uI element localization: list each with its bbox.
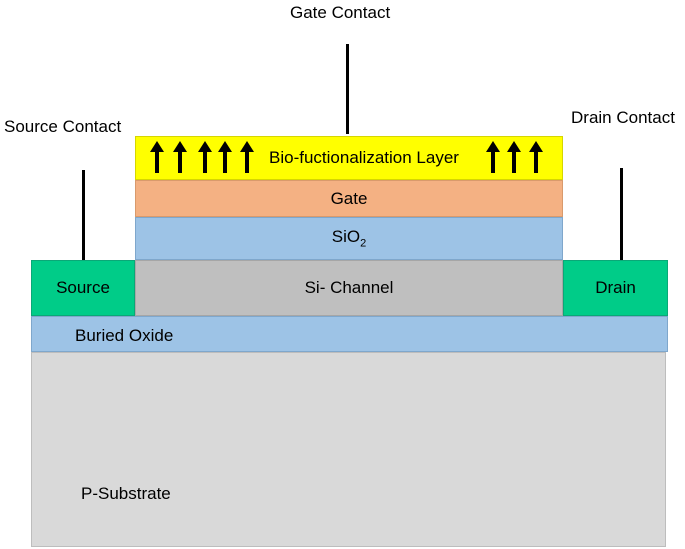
source-label: Source	[56, 278, 110, 297]
up-arrow-icon	[150, 141, 164, 173]
si-channel-region: Si- Channel	[135, 260, 563, 316]
up-arrow-icon	[529, 141, 543, 173]
source-contact-label: Source Contact	[4, 117, 122, 136]
sio2-layer: SiO2	[135, 217, 563, 260]
drain-label: Drain	[595, 278, 636, 297]
p-substrate-layer: P-Substrate	[31, 352, 666, 547]
up-arrow-icon	[486, 141, 500, 173]
up-arrow-icon	[173, 141, 187, 173]
buried-oxide-label: Buried Oxide	[75, 326, 174, 345]
drain-region: Drain	[563, 260, 668, 316]
up-arrow-icon	[218, 141, 232, 173]
up-arrow-icon	[240, 141, 254, 173]
buried-oxide-layer: Buried Oxide	[31, 316, 668, 352]
si-channel-label: Si- Channel	[304, 278, 394, 297]
gate-contact-wire	[346, 44, 349, 134]
up-arrow-icon	[507, 141, 521, 173]
sio2-label-subscript: 2	[360, 237, 367, 250]
up-arrow-icon	[198, 141, 212, 173]
sio2-label: SiO2	[332, 227, 366, 249]
gate-layer: Gate	[135, 180, 563, 217]
sio2-label-main: SiO	[331, 227, 361, 247]
bio-functionalization-label: Bio-fuctionalization Layer	[269, 148, 459, 167]
p-substrate-label: P-Substrate	[81, 484, 171, 503]
drain-contact-wire	[620, 168, 623, 260]
gate-label: Gate	[330, 188, 368, 208]
gate-contact-label: Gate Contact	[290, 3, 391, 22]
drain-contact-label: Drain Contact	[571, 108, 675, 127]
source-region: Source	[31, 260, 135, 316]
source-contact-wire	[82, 170, 85, 260]
